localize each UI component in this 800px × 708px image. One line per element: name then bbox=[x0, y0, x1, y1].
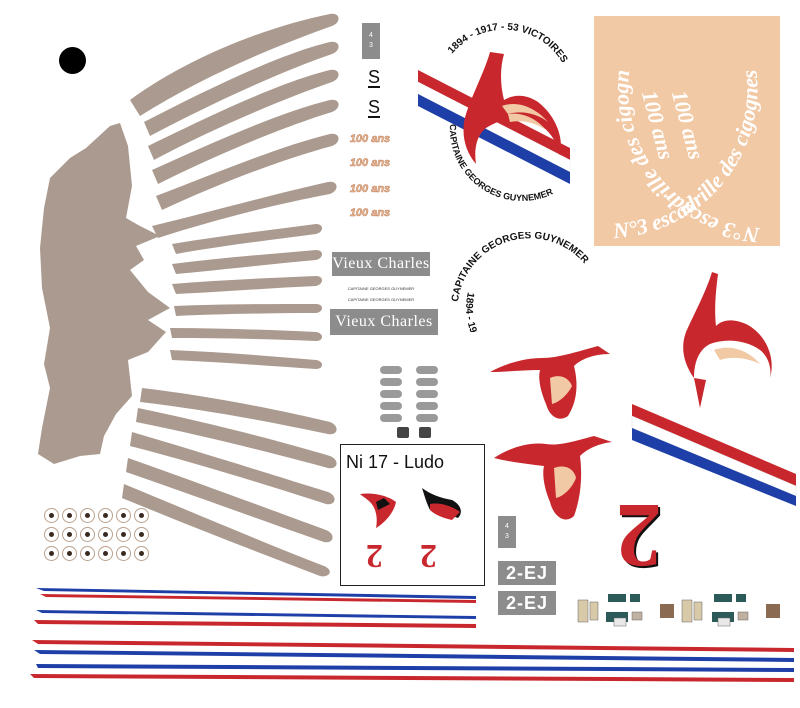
stork-icon bbox=[490, 346, 610, 419]
rivet-pill bbox=[416, 402, 438, 410]
roundel-dot bbox=[116, 546, 131, 561]
rivet-pill bbox=[380, 402, 402, 410]
arc2-top: CAPITAINE GEORGES GUYNEMER bbox=[450, 232, 591, 303]
dark-mark bbox=[419, 427, 431, 438]
rivet-pill bbox=[380, 390, 402, 398]
escadrille-panel-text: N°3 escadrille des cigognes N°3 escadril… bbox=[608, 69, 780, 246]
roundel-dot bbox=[134, 527, 149, 542]
roundel-dot bbox=[116, 508, 131, 523]
bottom-stripes-2 bbox=[30, 640, 794, 682]
stork-icon bbox=[360, 493, 396, 528]
ej-plate-1: 2-EJ bbox=[498, 561, 556, 585]
rivet-pill bbox=[380, 378, 402, 386]
svg-text:CAPITAINE GEORGES GUYNEMER: CAPITAINE GEORGES GUYNEMER bbox=[450, 232, 591, 303]
rivet-pill bbox=[416, 390, 438, 398]
roundel-dot bbox=[62, 508, 77, 523]
guynemer-arc-second: CAPITAINE GEORGES GUYNEMER 1894 - 1917 -… bbox=[450, 232, 591, 332]
roundel-dot bbox=[80, 527, 95, 542]
emblem-arc-top: 1894 - 1917 - 53 VICTOIRES bbox=[446, 22, 570, 65]
tag-43-mid: 4 3 bbox=[498, 516, 516, 548]
rivet-pill bbox=[416, 378, 438, 386]
roundel-dot bbox=[116, 527, 131, 542]
dark-mark bbox=[397, 427, 409, 438]
registration-dot bbox=[59, 47, 86, 74]
rivet-pill bbox=[416, 414, 438, 422]
big-number-2: 2 bbox=[616, 485, 662, 587]
centenary-decal: 100 ans bbox=[349, 157, 391, 170]
ni17-storks bbox=[360, 488, 461, 528]
centenary-decal: 100 ans bbox=[349, 207, 391, 220]
roundel-dot bbox=[80, 546, 95, 561]
roundel-dot bbox=[98, 546, 113, 561]
ni17-number-1: 2 bbox=[366, 537, 383, 574]
vieux-charles-plate-2: Vieux Charles bbox=[330, 309, 438, 335]
rivet-pill bbox=[416, 366, 438, 374]
roundel-dot bbox=[134, 508, 149, 523]
ej-plate-2: 2-EJ bbox=[498, 591, 556, 615]
roundel-dot bbox=[44, 527, 59, 542]
roundel-dot bbox=[98, 508, 113, 523]
s-mark-1: S bbox=[368, 67, 381, 88]
ni17-number-2: 2 bbox=[420, 537, 437, 574]
stork-large-1 bbox=[490, 346, 610, 419]
face-silhouette bbox=[38, 123, 170, 464]
stork-right-large bbox=[683, 272, 772, 408]
centenary-decal: 100 ans bbox=[349, 133, 391, 146]
centenary-decal: 100 ans bbox=[349, 183, 391, 196]
tag-43-top: 4 3 bbox=[362, 23, 380, 59]
roundel-dot bbox=[98, 527, 113, 542]
arc2-bottom: 1894 - 1917 - 53 VICTOIRES bbox=[463, 291, 542, 332]
rivet-pill bbox=[380, 414, 402, 422]
instrument-decals bbox=[577, 594, 780, 627]
roundel-dot bbox=[134, 546, 149, 561]
stork-icon bbox=[494, 436, 612, 520]
roundel-dot bbox=[62, 546, 77, 561]
guynemer-emblem-top: 1894 - 1917 - 53 VICTOIRES CAPITAINE GEO… bbox=[417, 22, 571, 203]
stork-icon bbox=[683, 272, 772, 378]
tricolor-diagonal bbox=[631, 404, 797, 506]
ni17-title: Ni 17 - Ludo bbox=[346, 452, 445, 472]
roundel-dot bbox=[62, 527, 77, 542]
roundel-dot bbox=[44, 508, 59, 523]
escadrille-panel bbox=[594, 16, 780, 246]
bottom-stripes-1 bbox=[34, 588, 476, 628]
s-mark-2: S bbox=[368, 97, 381, 118]
vieux-charles-plate-1: Vieux Charles bbox=[332, 252, 430, 276]
svg-text:1894 - 1917 - 53 VICTOIRES: 1894 - 1917 - 53 VICTOIRES bbox=[446, 22, 570, 65]
rivet-pill bbox=[380, 366, 402, 374]
tiny-name-1: CAPITAINE GEORGES GUYNEMER bbox=[347, 286, 415, 291]
tiny-name-2: CAPITAINE GEORGES GUYNEMER bbox=[347, 297, 415, 302]
ni17-panel bbox=[340, 444, 485, 586]
roundel-dot bbox=[44, 546, 59, 561]
svg-text:1894 - 1917 - 53 VICTOIRES: 1894 - 1917 - 53 VICTOIRES bbox=[463, 291, 542, 332]
wing-face-decal bbox=[38, 13, 339, 577]
stork-large-2 bbox=[494, 436, 612, 520]
roundel-dot bbox=[80, 508, 95, 523]
